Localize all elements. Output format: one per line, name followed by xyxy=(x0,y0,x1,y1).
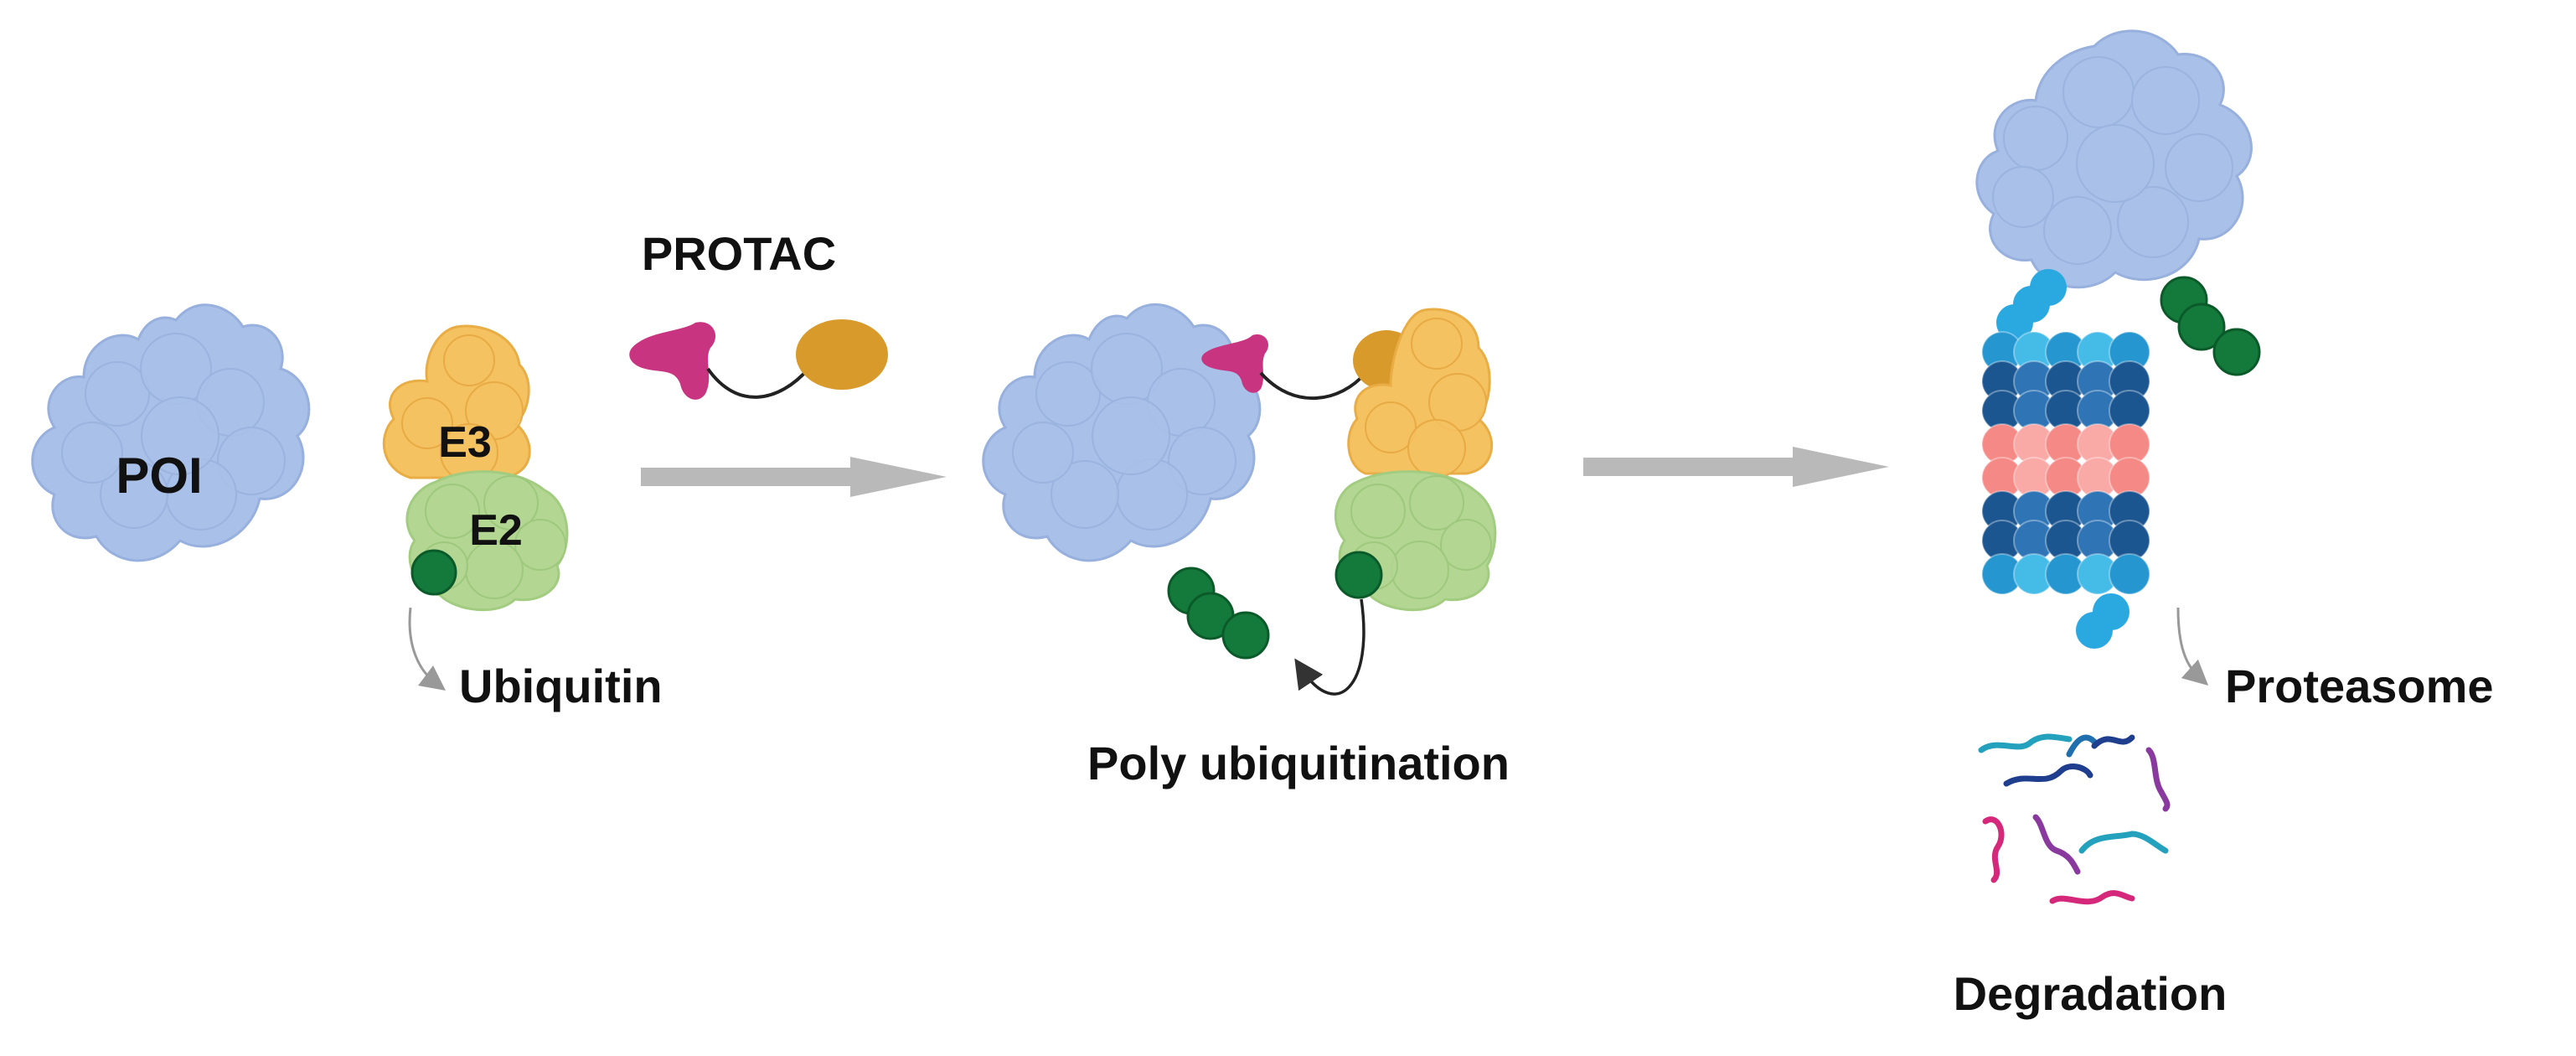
proteasome-pointer-arrow xyxy=(2176,607,2209,686)
e2-label: E2 xyxy=(469,506,523,555)
process-arrow-2 xyxy=(1583,447,1889,487)
poly-ubiquitination-label: Poly ubiquitination xyxy=(1087,737,1510,789)
ubiquitin-transfer-bead xyxy=(1334,551,1383,599)
poi-label: POI xyxy=(116,448,202,504)
proteasome xyxy=(1981,269,2150,649)
poi-protein-2 xyxy=(982,303,1262,562)
polyubiquitin-chain xyxy=(1167,567,1270,660)
e3-ligase xyxy=(382,324,531,482)
e3-label: E3 xyxy=(438,418,492,467)
ubiquitin-bead xyxy=(410,549,457,596)
protac-molecule xyxy=(629,319,888,400)
proteasome-unfolding-chain xyxy=(1996,269,2067,341)
process-arrow-1 xyxy=(641,457,947,497)
poi-protein-1 xyxy=(31,303,311,562)
proteasome-exit-chain xyxy=(2076,593,2129,649)
protac-label: PROTAC xyxy=(642,227,836,280)
degradation-label: Degradation xyxy=(1954,967,2228,1020)
poi-protein-3 xyxy=(1975,29,2253,289)
proteasome-subunit xyxy=(2109,553,2150,595)
ubiquitin-transfer-arrow xyxy=(1294,598,1365,696)
released-ubiquitin-chain xyxy=(2160,276,2261,376)
e3-ligase-bound xyxy=(1347,308,1493,478)
ubiquitin-pointer-arrow xyxy=(408,607,446,691)
peptide-fragments xyxy=(1978,733,2171,905)
ubiquitin-label: Ubiquitin xyxy=(459,660,663,712)
proteasome-label: Proteasome xyxy=(2225,660,2494,712)
